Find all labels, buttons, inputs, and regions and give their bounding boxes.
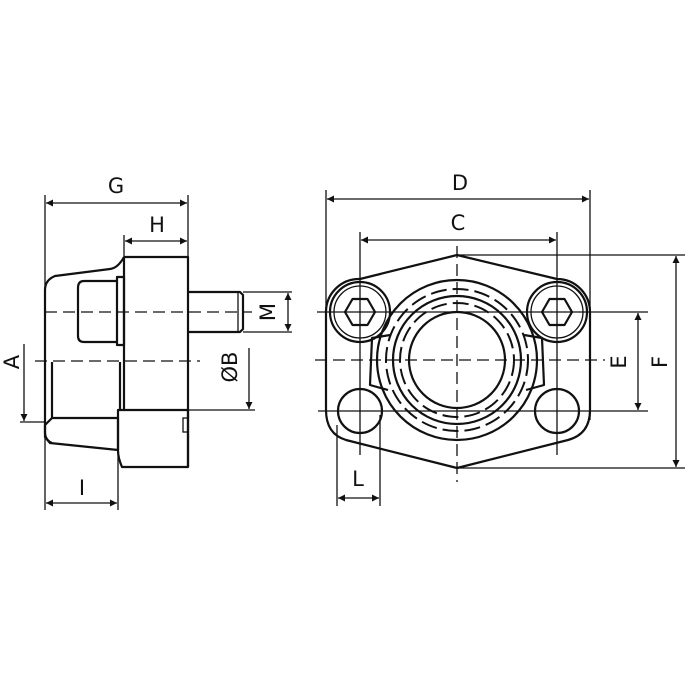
label-L: L: [352, 467, 364, 491]
flange-section-hatch: [116, 408, 190, 469]
label-M: M: [256, 303, 280, 321]
label-E: E: [607, 355, 631, 368]
label-H: H: [149, 213, 165, 237]
label-I: I: [79, 476, 85, 500]
hub-section-hatch: [43, 416, 120, 452]
label-B: ØB: [218, 352, 242, 383]
label-F: F: [648, 356, 672, 368]
label-C: C: [451, 211, 466, 235]
bolt-head: [76, 279, 118, 344]
label-D: D: [452, 171, 468, 195]
hub-outline: [43, 256, 125, 445]
flange-outline: [324, 253, 592, 470]
bolt-collar: [115, 275, 126, 347]
side-view: G H M A ØB I: [0, 174, 292, 510]
front-view: D C E F L: [315, 171, 685, 506]
flange-body: [122, 255, 190, 467]
label-A: A: [0, 354, 24, 369]
label-G: G: [108, 174, 124, 198]
